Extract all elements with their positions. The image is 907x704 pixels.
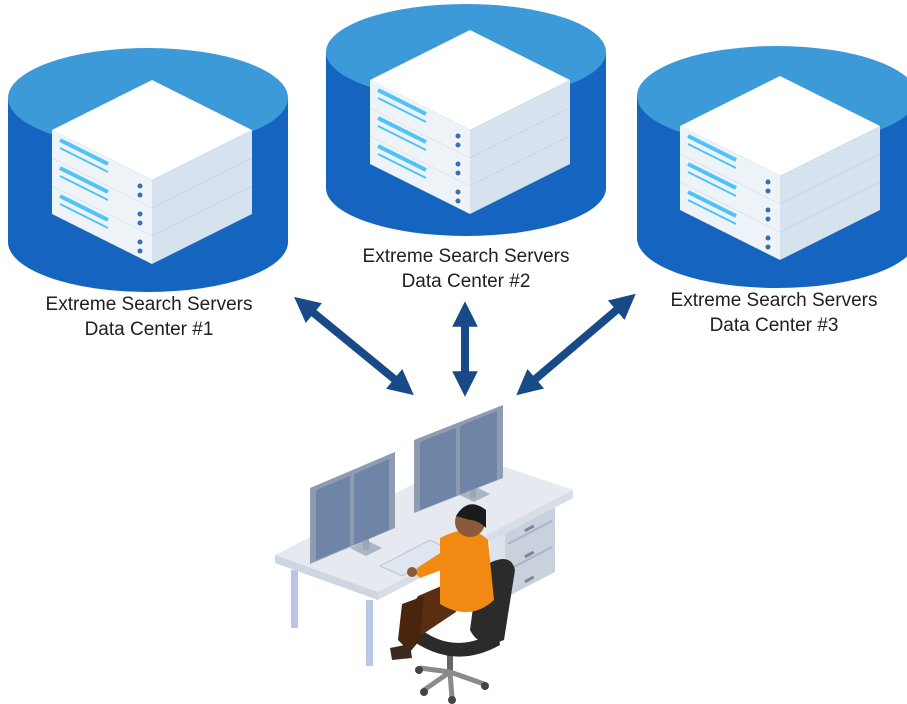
data-center-3-title: Extreme Search Servers (670, 290, 878, 311)
arrow-dc1 (294, 296, 414, 396)
data-center-1-title: Extreme Search Servers (45, 294, 253, 315)
left-monitor (310, 452, 395, 564)
data-center-1-subtitle: Data Center #1 (84, 319, 214, 340)
data-center-2-subtitle: Data Center #2 (401, 271, 531, 292)
data-center-3 (637, 46, 907, 288)
data-center-1 (8, 48, 288, 292)
right-monitor (414, 405, 503, 513)
data-center-2-label: Extreme Search Servers Data Center #2 (338, 244, 594, 294)
data-center-2 (326, 4, 606, 236)
data-center-3-label: Extreme Search Servers Data Center #3 (648, 288, 900, 338)
person (390, 504, 494, 660)
data-center-2-title: Extreme Search Servers (362, 246, 570, 267)
operator-workstation-icon (275, 405, 573, 704)
data-center-3-subtitle: Data Center #3 (709, 315, 839, 336)
data-center-1-label: Extreme Search Servers Data Center #1 (28, 292, 270, 342)
arrow-dc3 (516, 293, 636, 396)
